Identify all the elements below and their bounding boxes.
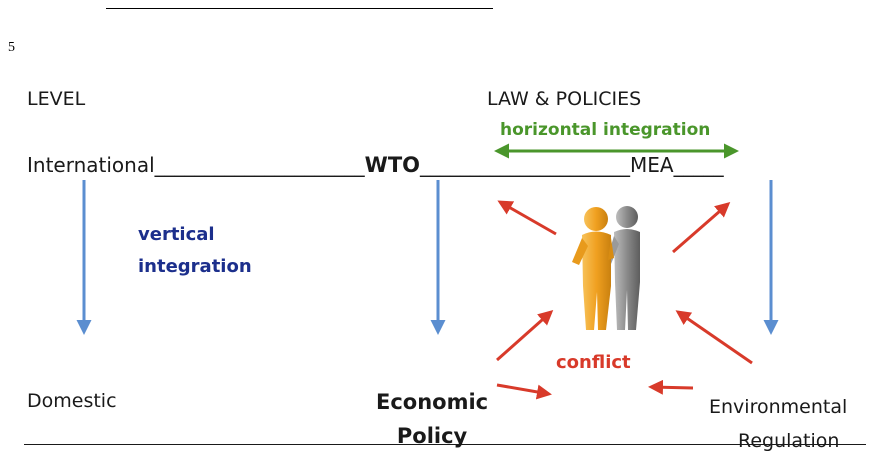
conflict-label: conflict — [556, 352, 631, 373]
conflict-arrow-lower-left — [496, 310, 554, 362]
environmental-line1: Environmental — [709, 396, 848, 418]
horizontal-integration-label: horizontal integration — [500, 120, 711, 140]
level-header: LEVEL — [27, 88, 86, 110]
environmental-regulation-label: Environmental Regulation — [709, 390, 847, 458]
wto-label: WTO — [364, 153, 420, 177]
vertical-label-line2: integration — [138, 256, 252, 277]
two-people-figure-icon — [572, 206, 640, 330]
footnote-rule — [106, 8, 493, 9]
conflict-arrow-upper-right — [672, 202, 731, 254]
conflict-arrow-lower-right — [675, 310, 753, 365]
underline-segment: _____________________ — [154, 153, 365, 177]
environmental-line2: Regulation — [738, 430, 840, 452]
economic-policy-label: Economic Policy — [376, 385, 488, 453]
domestic-label: Domestic — [27, 390, 117, 412]
law-policies-header: LAW & POLICIES — [487, 88, 642, 110]
conflict-arrow-bottom-right — [648, 379, 694, 395]
conflict-arrow-upper-left — [497, 200, 557, 236]
bottom-rule — [24, 444, 866, 445]
vertical-label-line1: vertical — [138, 224, 215, 245]
conflict-arrow-bottom-left — [496, 383, 552, 400]
international-label: International — [27, 153, 155, 177]
vertical-integration-label: vertical integration — [138, 219, 252, 283]
page-number: 5 — [8, 40, 15, 55]
economic-line1: Economic — [376, 390, 489, 414]
international-row: International_____________________WTO___… — [27, 153, 724, 177]
